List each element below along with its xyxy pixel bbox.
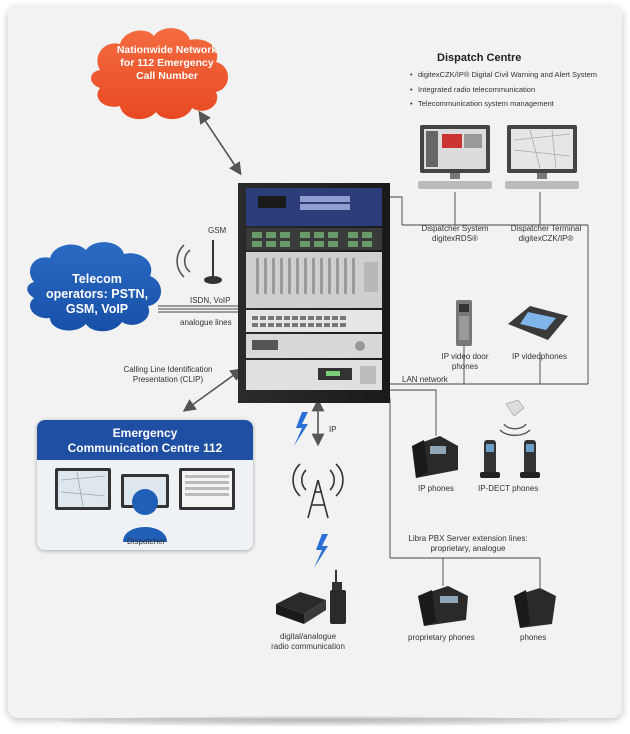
- arrow-network-rack: [198, 110, 242, 176]
- emergency-communication-centre: Emergency Communication Centre 112 Dispa…: [37, 420, 253, 550]
- ip-video-door-label-line1: IP video door: [441, 352, 489, 361]
- proprietary-phone-icon: [418, 586, 468, 626]
- radio-label-line1: digital/analogue: [279, 632, 337, 641]
- radio-label-line2: radio communication: [271, 642, 345, 651]
- cloud-telecom-operators: [27, 242, 162, 332]
- dispatcher-terminal-label-line2: digitexCZK/IP®: [518, 234, 574, 243]
- dispatcher-terminal-label: Dispatcher Terminal digitexCZK/IP®: [498, 224, 594, 244]
- dect-base-icon: [499, 399, 531, 437]
- pbx-server-rack: [238, 183, 390, 403]
- isdn-lines: [158, 305, 238, 313]
- feature-item: Telecommunication system management: [410, 99, 600, 109]
- dispatcher-terminal-monitor: [505, 125, 579, 189]
- proprietary-phones-label: proprietary phones: [408, 633, 475, 642]
- ip-dect-label: IP-DECT phones: [478, 484, 539, 493]
- radio-label: digital/analogue radio communication: [258, 632, 358, 652]
- ecc-title: Emergency Communication Centre 112: [37, 426, 253, 456]
- cloud-telecom-label: Telecom operators: PSTN, GSM, VoIP: [45, 272, 149, 316]
- gsm-label: GSM: [208, 226, 227, 235]
- isdn-voip-label: ISDN, VoIP: [190, 296, 231, 305]
- ip-videophone-icon: [508, 306, 568, 340]
- cloud-network-112-label: Nationwide Network for 112 Emergency Cal…: [116, 44, 218, 82]
- libra-extension-label-line2: proprietary, analogue: [430, 544, 506, 553]
- cloud-network-112: [91, 28, 228, 120]
- panel-shadow: [60, 716, 570, 726]
- libra-extension-label-line1: Libra PBX Server extension lines:: [408, 534, 528, 543]
- ip-video-door-label-line2: phones: [451, 362, 479, 371]
- dispatcher-system-monitor: [418, 125, 492, 189]
- ecc-title-line2: Communication Centre 112: [67, 441, 223, 455]
- dispatcher-terminal-label-line1: Dispatcher Terminal: [510, 224, 582, 233]
- lightning-icon: [294, 412, 328, 568]
- ip-label: IP: [329, 425, 337, 434]
- radio-equipment-icon: [276, 570, 346, 624]
- ip-videophones-label: IP videophones: [512, 352, 568, 361]
- ip-phones-label: IP phones: [418, 484, 454, 493]
- ip-video-door-label: IP video door phones: [430, 352, 500, 372]
- clip-label-line1: Calling Line Identification: [123, 365, 213, 374]
- feature-item: digitexCZK/IP® Digital Civil Warning and…: [410, 70, 600, 80]
- dispatcher-system-label-line2: digitexRDS®: [432, 234, 478, 243]
- ecc-title-line1: Emergency: [112, 426, 178, 440]
- lan-network-label: LAN network: [402, 375, 448, 384]
- radio-tower-icon: [292, 463, 344, 519]
- dispatcher-system-label-line1: Dispatcher System: [421, 224, 489, 233]
- clip-label: Calling Line Identification Presentation…: [108, 365, 228, 385]
- dispatch-centre-title: Dispatch Centre: [437, 52, 522, 64]
- gsm-antenna: [176, 240, 222, 284]
- ip-dect-phones-icon: [480, 440, 540, 478]
- arrow-ecc-rack: [182, 368, 244, 412]
- phones-label: phones: [520, 633, 547, 642]
- ip-phone-icon: [412, 436, 458, 478]
- dispatch-centre-features: digitexCZK/IP® Digital Civil Warning and…: [410, 70, 600, 114]
- ecc-illustration: [37, 460, 253, 550]
- network-lines: [389, 192, 589, 588]
- clip-label-line2: Presentation (CLIP): [132, 375, 204, 384]
- dispatcher-system-label: Dispatcher System digitexRDS®: [410, 224, 500, 244]
- dispatcher-label: Dispatcher: [127, 537, 166, 546]
- ip-video-door-phone-icon: [456, 300, 472, 346]
- analogue-phone-icon: [514, 588, 556, 628]
- libra-extension-label: Libra PBX Server extension lines: propri…: [388, 534, 548, 554]
- ecc-header: [37, 420, 253, 460]
- analogue-lines-label: analogue lines: [180, 318, 232, 327]
- feature-item: Integrated radio telecommunication: [410, 85, 600, 95]
